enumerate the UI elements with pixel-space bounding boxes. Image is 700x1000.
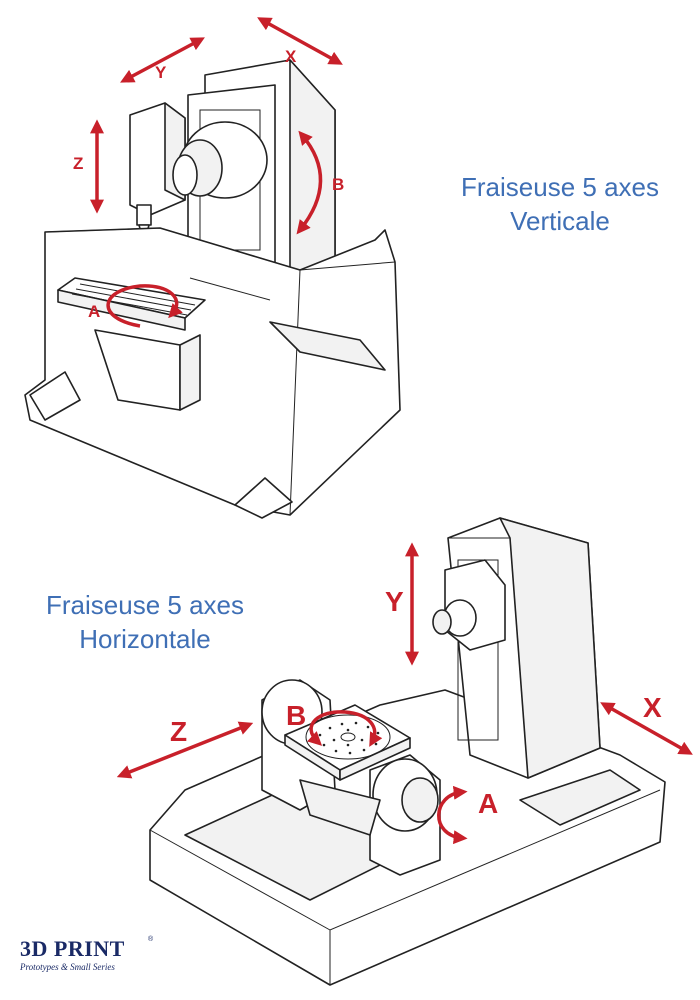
vertical-y-axis-label: Y [155,63,167,82]
logo-subtitle: Prototypes & Small Series [20,962,115,972]
vertical-foot-left [29,371,81,421]
vertical-z-axis-label: Z [73,154,84,173]
horizontal-z-axis-arrow [116,721,254,779]
horizontal-spindle-tool [432,609,452,635]
3d-print-logo: 3D PRINT ® Prototypes & Small Series [20,936,180,986]
vertical-base [24,227,401,516]
horizontal-z-axis-label: Z [170,716,188,747]
vertical-b-axis-arrow [296,130,323,235]
logo-main-text: 3D PRINT [20,936,125,961]
vertical-y-axis-arrow [120,37,205,83]
horizontal-x-axis-label: X [643,692,662,723]
vertical-x-axis-label: X [285,47,297,66]
horizontal-y-axis-label: Y [385,586,404,617]
vertical-a-axis-label: A [88,302,101,321]
horizontal-caption-line2: Horizontale [79,624,211,654]
vertical-b-axis-label: B [332,175,345,194]
vertical-caption-line1: Fraiseuse 5 axes [461,172,659,202]
logo-registered-mark: ® [148,936,154,943]
vertical-caption-line2: Verticale [510,206,610,236]
vertical-mill-caption: Fraiseuse 5 axes Verticale [440,170,680,238]
horizontal-mill-drawing [116,517,693,986]
horizontal-mill-caption: Fraiseuse 5 axes Horizontale [30,588,260,656]
vertical-foot-right [234,477,293,519]
horizontal-caption-line1: Fraiseuse 5 axes [46,590,244,620]
horizontal-b-axis-label: B [286,700,307,731]
vertical-a-axis-arrow [106,284,183,328]
horizontal-a-axis-arrow [437,785,468,845]
vertical-mill-drawing [24,17,401,519]
horizontal-x-axis-arrow [600,702,693,755]
horizontal-b-axis-arrow [307,710,383,747]
horizontal-a-axis-label: A [478,788,499,819]
vertical-x-axis-arrow [257,17,343,65]
